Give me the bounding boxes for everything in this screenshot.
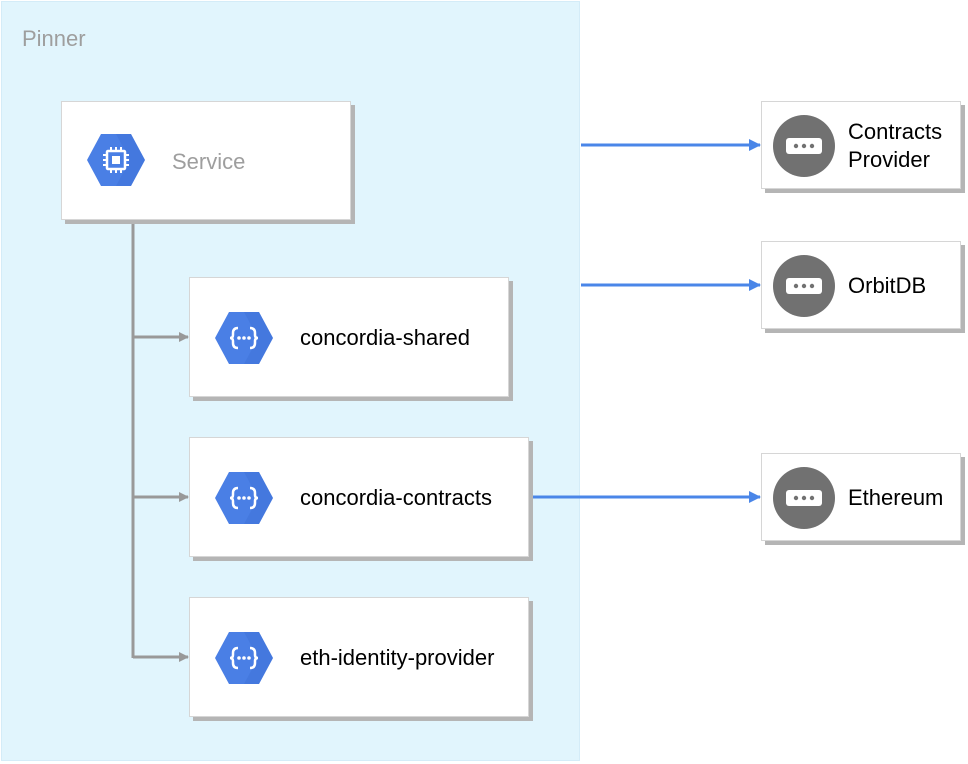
- external-label-line1: OrbitDB: [848, 273, 927, 298]
- cloud-endpoints-icon: [215, 312, 273, 364]
- external-label-line2: Provider: [848, 147, 930, 172]
- external-label: OrbitDB: [848, 272, 926, 300]
- service-label: Service: [172, 149, 246, 174]
- component-card-concordia-contracts[interactable]: concordia-contracts: [189, 437, 529, 557]
- service-card[interactable]: Service: [61, 101, 351, 220]
- component-card-eth-identity-provider[interactable]: eth-identity-provider: [189, 597, 529, 717]
- compute-engine-icon: [87, 134, 145, 186]
- external-label: Ethereum: [848, 484, 943, 512]
- component-label: eth-identity-provider: [300, 645, 495, 670]
- external-service-icon: [773, 467, 835, 529]
- external-label: Contracts Provider: [848, 118, 942, 174]
- cloud-endpoints-icon: [215, 632, 273, 684]
- external-service-icon: [773, 115, 835, 177]
- external-label-line1: Ethereum: [848, 485, 944, 510]
- external-card-contracts-provider[interactable]: Contracts Provider: [761, 101, 961, 189]
- component-card-concordia-shared[interactable]: concordia-shared: [189, 277, 509, 397]
- external-label-line1: Contracts: [848, 119, 943, 144]
- cloud-endpoints-icon: [215, 472, 273, 524]
- external-card-orbitdb[interactable]: OrbitDB: [761, 241, 961, 329]
- component-label: concordia-shared: [300, 325, 470, 350]
- external-card-ethereum[interactable]: Ethereum: [761, 453, 961, 541]
- group-title: Pinner: [22, 26, 86, 51]
- external-service-icon: [773, 255, 835, 317]
- component-label: concordia-contracts: [300, 485, 492, 510]
